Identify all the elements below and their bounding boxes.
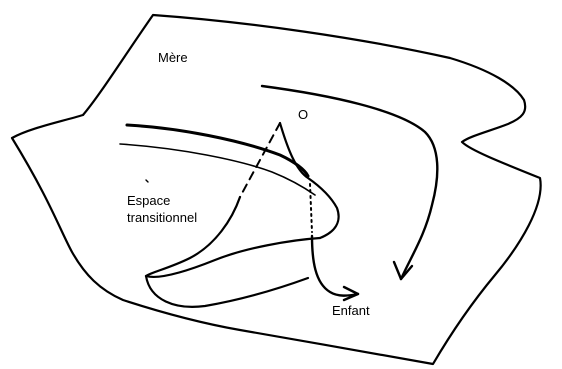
upper-sheet-edge [125,123,310,178]
transitional-space-label-line-1: Espace [127,193,171,208]
child-arrowhead [342,285,360,302]
transitional-space-label-line-2: transitionnel [127,210,198,225]
child-label: Enfant [332,303,370,318]
small-mark [145,179,149,183]
cone-hidden-edge [239,122,281,198]
cone-right-edge [278,121,340,240]
fold-bottom-lobe [144,274,310,308]
mother-arrowhead [392,260,414,281]
mother-curved-arrow [260,84,439,281]
origin-label: O [298,107,309,122]
surface-outline [10,13,542,366]
mother-label: Mère [158,50,188,65]
lower-sheet-edge [119,143,316,196]
child-curve [310,234,360,297]
transitional-space-label: Espace transitionnel [127,192,197,226]
fold-dotted-edge [309,183,313,233]
